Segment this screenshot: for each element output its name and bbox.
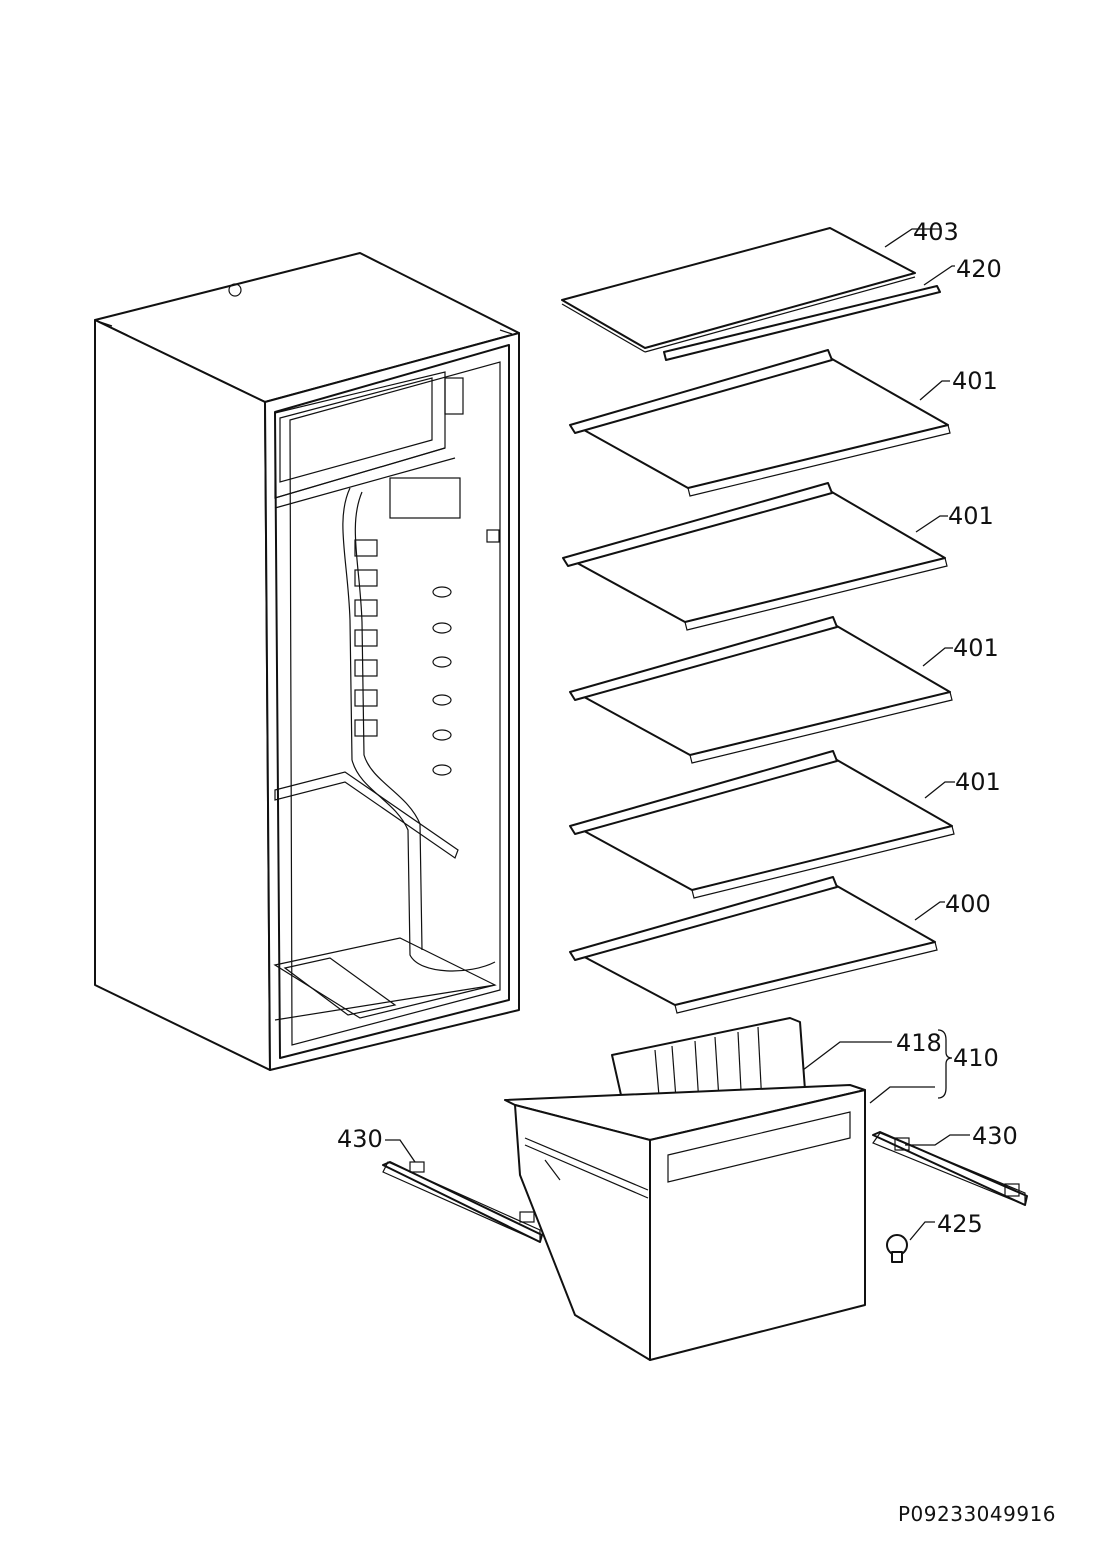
part-425-clip <box>886 1234 908 1263</box>
callout-430-right: 430 <box>972 1122 1018 1150</box>
part-401-shelf-3 <box>569 616 953 764</box>
part-410-crisper-drawer <box>504 1017 866 1361</box>
part-430-right-rail <box>872 1131 1028 1206</box>
callout-418: 418 <box>896 1029 942 1057</box>
shelf-support-tabs <box>354 539 452 776</box>
callout-401-shelf-4: 401 <box>955 768 1001 796</box>
part-401-shelf-4 <box>569 750 955 899</box>
callout-430-left: 430 <box>337 1125 383 1153</box>
part-401-shelf-1 <box>569 349 951 497</box>
part-400-bottom-shelf <box>569 876 938 1014</box>
part-403-top-cover <box>561 227 916 353</box>
part-401-shelf-2 <box>562 482 948 631</box>
document-number: P09233049916 <box>898 1502 1056 1526</box>
part-430-left-rail <box>382 1161 543 1243</box>
leader-lines <box>385 228 970 1241</box>
callout-425: 425 <box>937 1210 983 1238</box>
callout-410: 410 <box>953 1044 999 1072</box>
callout-420: 420 <box>956 255 1002 283</box>
callout-403: 403 <box>913 218 959 246</box>
callout-401-shelf-3: 401 <box>953 634 999 662</box>
callout-401-shelf-2: 401 <box>948 502 994 530</box>
callout-401-shelf-1: 401 <box>952 367 998 395</box>
refrigerator-cabinet <box>94 252 520 1071</box>
callout-400: 400 <box>945 890 991 918</box>
part-420-trim-strip <box>663 285 941 361</box>
